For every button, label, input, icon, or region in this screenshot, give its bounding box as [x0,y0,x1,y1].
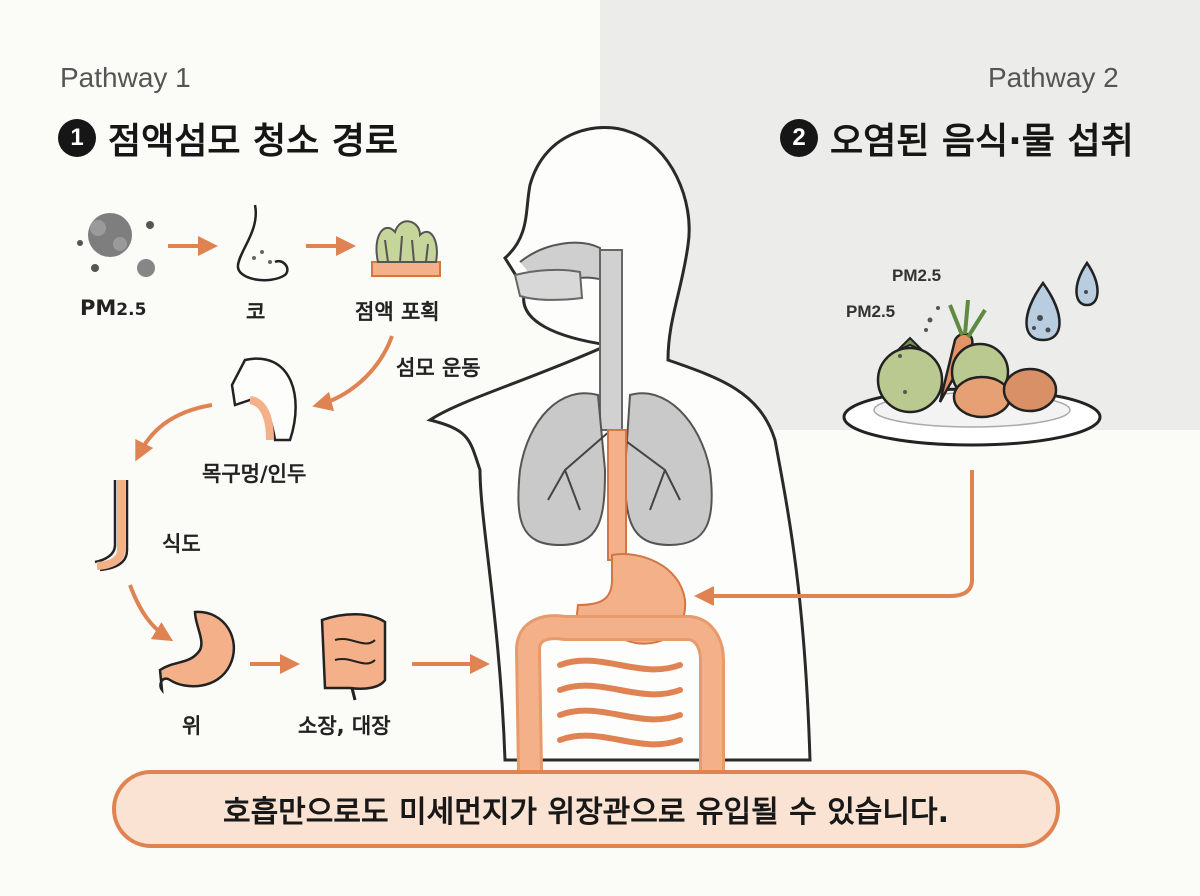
human-body-illustration [426,125,812,783]
ciliary-motion-label: 섬모 운동 [396,356,481,380]
pathway2-arrow [694,470,974,606]
pathway1-tag: Pathway 1 [60,62,191,93]
pm-label: PM2.5 [80,296,146,320]
pm-label-sub: 2.5 [116,300,147,320]
pathway1-title-text: 점액섬모 청소 경로 [108,121,399,162]
pathway1-arrows [128,236,490,674]
body-small-intestine [557,657,683,748]
pathway1-number-badge: 1 [58,119,96,157]
right-lung [623,392,713,547]
left-lung [517,392,607,547]
mucus-cilia-icon [371,220,441,277]
esophagus-label: 식도 [162,532,201,556]
pm25-label-2: PM2.5 [846,302,896,321]
esophagus-icon [94,480,129,572]
water-drop-icon [1025,260,1099,342]
stomach-icon [158,610,236,695]
intestine-icon [320,612,387,701]
throat-icon [230,357,297,442]
mucus-capture-label: 점액 포획 [355,300,440,324]
pathway1-title: 1 점액섬모 청소 경로 [58,112,398,164]
pathway2-title: 2 오염된 음식·물 섭취 [780,112,1134,164]
pathway2-number-badge: 2 [780,119,818,157]
pathway2-tag: Pathway 2 [988,62,1119,93]
nose-label: 코 [246,300,266,324]
stomach-label: 위 [182,714,202,738]
pm-label-main: PM [80,296,117,320]
nose-icon [236,204,289,282]
summary-banner: 호흡만으로도 미세먼지가 위장관으로 유입될 수 있습니다. [112,770,1060,848]
intestines-label: 소장, 대장 [298,714,391,738]
pathway2-title-text: 오염된 음식·물 섭취 [830,121,1134,162]
pm25-label-1: PM2.5 [892,266,942,285]
food-plate-icon [842,299,1102,447]
throat-label: 목구멍/인두 [202,462,307,486]
pm-particle-icon [77,213,155,277]
